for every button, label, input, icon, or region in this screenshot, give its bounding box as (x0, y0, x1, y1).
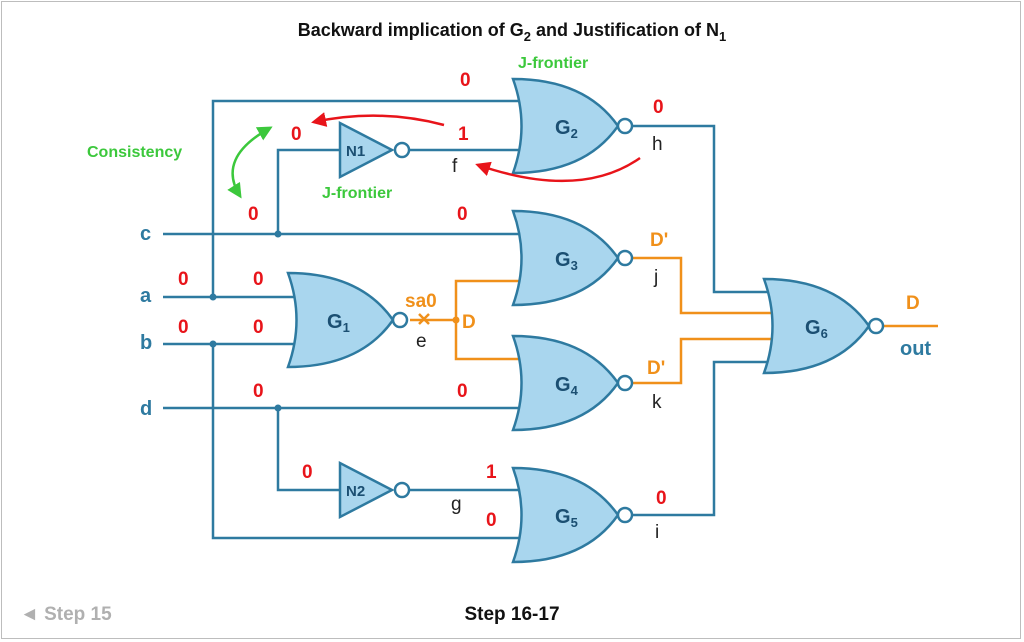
gate-g3[interactable]: G3 (511, 209, 634, 307)
net-label-j: j (653, 267, 658, 288)
page-title: Backward implication of G2 and Justifica… (298, 20, 727, 44)
output-label: out (900, 338, 931, 360)
value-g4-d: 0 (457, 381, 468, 402)
output-value: D (906, 293, 920, 314)
value-g5-bottom: 0 (486, 510, 497, 531)
value-g1-a: 0 (253, 269, 264, 290)
wire-j (632, 256, 779, 315)
value-g2-out: 0 (653, 97, 664, 118)
gate-g5[interactable]: G5 (511, 466, 634, 564)
junction-dot (274, 230, 282, 238)
value-g1-b: 0 (253, 317, 264, 338)
wire-i (632, 360, 775, 517)
net-label-k: k (652, 392, 662, 413)
gate-g6[interactable]: G6 (762, 277, 885, 375)
value-g5-g: 1 (486, 462, 497, 483)
junction-dot (452, 316, 460, 324)
svg-text:G4: G4 (555, 374, 579, 398)
gate-g4[interactable]: G4 (511, 334, 634, 432)
input-label-c: c (140, 223, 151, 245)
jfrontier-label-g2: J-frontier (518, 55, 588, 72)
svg-text:G5: G5 (555, 506, 578, 530)
fault-path (410, 256, 938, 385)
svg-text:N1: N1 (346, 143, 365, 160)
svg-text:G1: G1 (327, 311, 350, 335)
svg-text:G2: G2 (555, 117, 578, 141)
value-c-branch: 0 (248, 204, 259, 225)
input-label-b: b (140, 332, 152, 354)
value-a: 0 (178, 269, 189, 290)
junction-dot (209, 340, 217, 348)
value-g3-out: D' (650, 230, 668, 251)
current-step-label: Step 16-17 (464, 604, 559, 625)
input-label-d: d (140, 398, 152, 420)
value-b: 0 (178, 317, 189, 338)
wire-n2-in (276, 408, 340, 492)
input-label-a: a (140, 285, 152, 307)
value-g3-c: 0 (457, 204, 468, 225)
gate-g2[interactable]: G2 (511, 77, 634, 175)
consistency-label: Consistency (87, 144, 182, 161)
svg-text:G6: G6 (805, 317, 828, 341)
value-d: 0 (253, 381, 264, 402)
jfrontier-label-n1: J-frontier (322, 185, 392, 202)
wire-g2-top (211, 99, 521, 297)
svg-text:G3: G3 (555, 249, 578, 273)
wires (163, 99, 775, 540)
net-label-i: i (655, 522, 659, 543)
junction-dot (274, 404, 282, 412)
backward-implication-arrow (311, 112, 445, 127)
backward-implication-arrow (475, 156, 641, 183)
value-g2-f: 1 (458, 124, 469, 145)
fault-x-icon (418, 313, 430, 325)
net-label-f: f (452, 156, 458, 177)
wire-n1-in (276, 148, 340, 234)
consistency-arrow (227, 126, 273, 199)
wire-h (632, 124, 775, 294)
inverter-n1[interactable]: N1 (338, 120, 411, 180)
wire-k (632, 337, 779, 385)
inverter-n2[interactable]: N2 (338, 460, 411, 520)
svg-text:N2: N2 (346, 483, 365, 500)
fault-label: sa0 (405, 291, 437, 312)
prev-step-link[interactable]: ◄ Step 15 (20, 604, 112, 625)
gate-g1[interactable]: G1 (286, 271, 409, 369)
wire-e-to-g4 (454, 320, 521, 361)
net-label-g: g (451, 494, 462, 515)
net-label-h: h (652, 134, 663, 155)
value-g5-out: 0 (656, 488, 667, 509)
value-n1-in: 0 (291, 124, 302, 145)
net-label-e: e (416, 331, 427, 352)
wire-e-to-g3 (454, 279, 521, 320)
value-e: D (462, 312, 476, 333)
value-n2-in: 0 (302, 462, 313, 483)
value-g2-top: 0 (460, 70, 471, 91)
junction-dot (209, 293, 217, 301)
wire-g5-bottom (211, 344, 521, 540)
value-g4-out: D' (647, 358, 665, 379)
